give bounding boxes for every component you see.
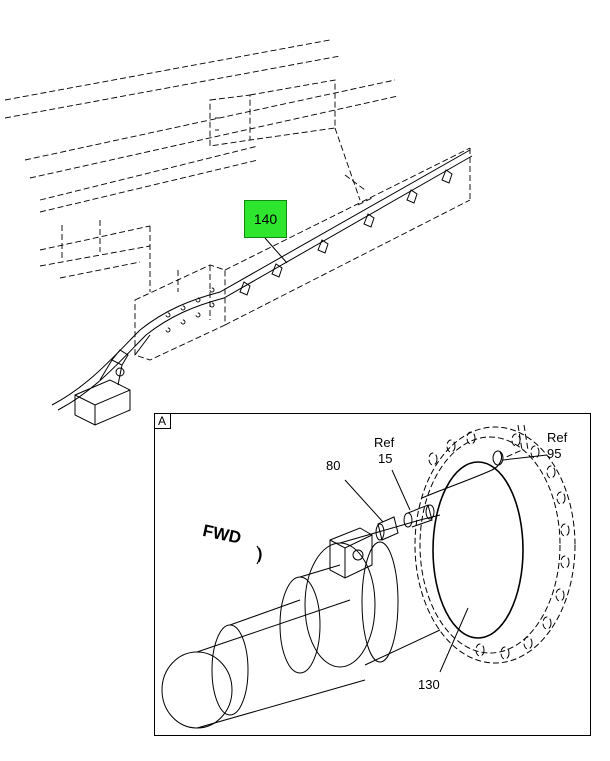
sensor-ref-15: [403, 504, 435, 528]
inset-a-illustration: [161, 424, 576, 729]
axle-spindle: [161, 514, 441, 729]
callout-130-leader: [439, 607, 469, 673]
callout-80-label: 80: [326, 458, 341, 473]
inset-tag: A: [154, 413, 171, 429]
sensor-cable: [421, 451, 503, 499]
callout-ref15-num: 15: [378, 451, 393, 466]
fwd-arrow-icon: [256, 545, 262, 565]
hub-flange: [414, 424, 576, 664]
callout-ref95-top: Ref: [547, 430, 568, 445]
callout-80-leader: [344, 479, 384, 523]
callout-ref15-leader: [391, 469, 411, 511]
brake-line-harness: [51, 149, 473, 411]
callout-130-label: 130: [418, 677, 440, 692]
stud-holes: [428, 431, 570, 660]
valve-bracket-assembly: [74, 334, 151, 426]
bushing-part-80: [375, 516, 399, 541]
callout-ref15-top: Ref: [374, 435, 395, 450]
callout-ref95-leader: [502, 454, 548, 461]
callout-ref95-num: 95: [547, 446, 562, 461]
harness-clips: [239, 169, 453, 296]
detail-inset-frame: [154, 413, 591, 736]
callout-140-highlight[interactable]: 140: [244, 200, 287, 238]
callout-140-leader: [264, 237, 288, 264]
grommet: [492, 450, 504, 466]
tone-ring: [432, 461, 524, 639]
chassis-frame: [4, 39, 471, 361]
sensor-mount-block: [329, 527, 373, 579]
